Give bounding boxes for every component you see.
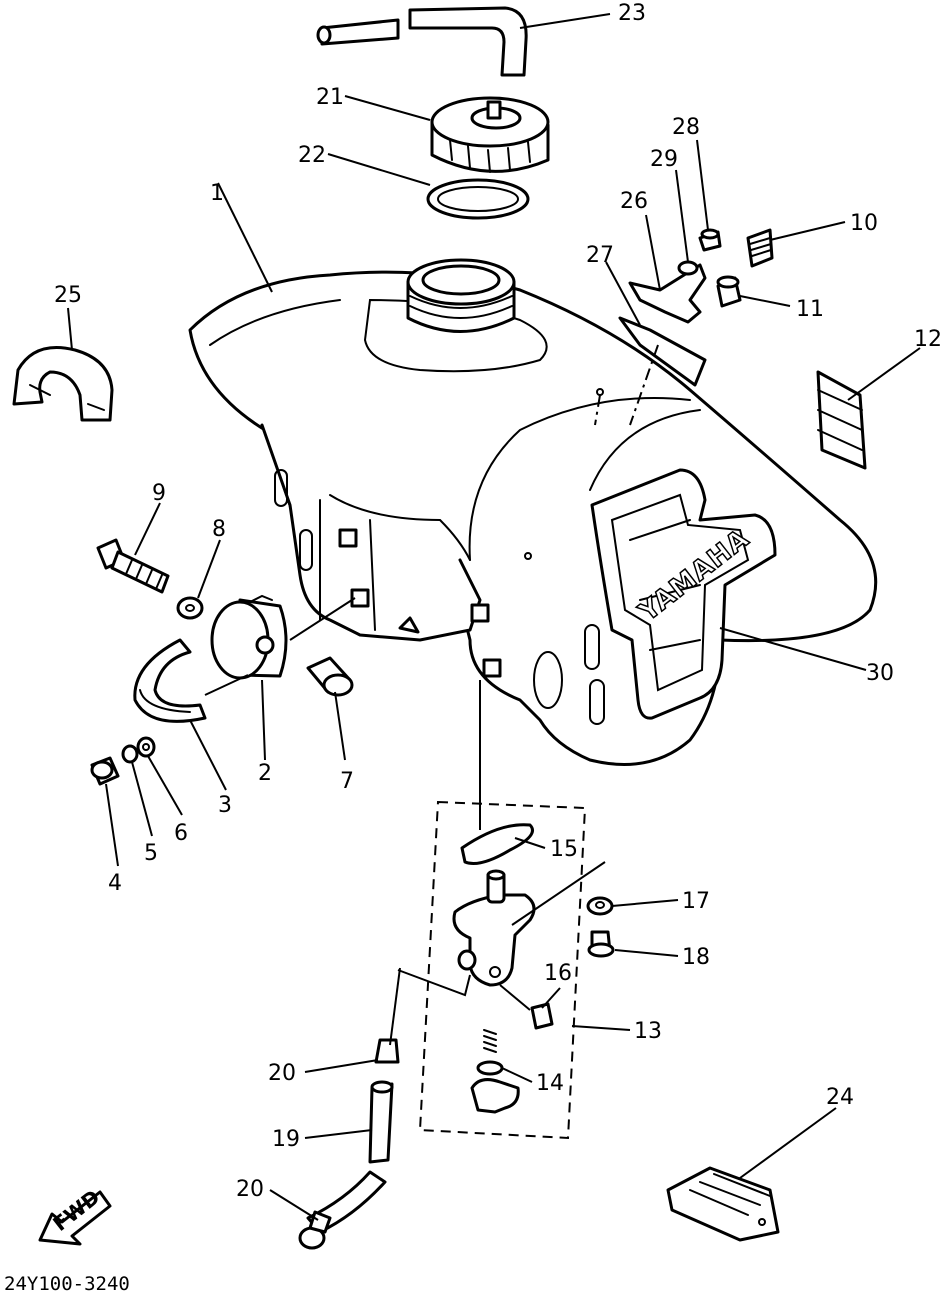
part-label-7: 7 [340, 769, 354, 794]
part-label-26: 26 [620, 189, 648, 214]
part-label-25: 25 [54, 283, 82, 308]
fuel-cap [430, 96, 550, 173]
fuel-cock-assembly [418, 800, 587, 1140]
washer-8 [176, 596, 204, 620]
cap-gasket [426, 178, 530, 220]
filler-neck [406, 258, 516, 333]
cock-washer-and-screw [586, 896, 615, 958]
fuel-hose [298, 1038, 400, 1250]
part-label-20-clip-upper: 20 [268, 1061, 296, 1086]
leader-lines [67, 13, 921, 1221]
part-label-29: 29 [650, 147, 678, 172]
part-label-12: 12 [914, 327, 942, 352]
part-label-16: 16 [544, 961, 572, 986]
part-label-23: 23 [618, 1, 646, 26]
part-label-10: 10 [850, 211, 878, 236]
part-label-8: 8 [212, 517, 226, 542]
tank-cover [12, 346, 114, 422]
part-label-2: 2 [258, 761, 272, 786]
tank-bracket [618, 228, 774, 387]
alignment-lines [204, 344, 659, 1046]
rear-damper [666, 1166, 780, 1242]
part-label-18: 18 [682, 945, 710, 970]
part-label-20-clip-lower: 20 [236, 1177, 264, 1202]
part-label-6: 6 [174, 821, 188, 846]
collar [306, 656, 354, 697]
fwd-arrow-icon: FWD [38, 1185, 112, 1246]
breather-hose [316, 6, 528, 77]
drawing-id: 24Y100-3240 [4, 1273, 130, 1295]
part-label-1: 1 [210, 181, 224, 206]
part-label-21: 21 [316, 85, 344, 110]
part-label-3: 3 [218, 793, 232, 818]
part-label-11: 11 [796, 297, 824, 322]
tank-band [133, 638, 207, 723]
part-label-9: 9 [152, 481, 166, 506]
mount-damper [210, 594, 288, 680]
mount-bolt [96, 538, 170, 594]
part-label-19: 19 [272, 1127, 300, 1152]
part-label-17: 17 [682, 889, 710, 914]
part-label-15: 15 [550, 837, 578, 862]
side-damper [816, 370, 867, 470]
part-label-24: 24 [826, 1085, 854, 1110]
part-label-30: 30 [866, 661, 894, 686]
part-label-22: 22 [298, 143, 326, 168]
part-label-13: 13 [634, 1019, 662, 1044]
part-label-14: 14 [536, 1071, 564, 1096]
part-label-5: 5 [144, 841, 158, 866]
part-label-4: 4 [108, 871, 122, 896]
fuel-tank [188, 270, 878, 766]
tank-emblem: YAMAHA [590, 468, 777, 720]
part-number-labels: 1 2 3 4 5 6 7 8 9 10 11 12 13 14 15 16 1… [54, 1, 942, 1202]
part-label-27: 27 [586, 243, 614, 268]
bolt-and-washers [90, 736, 156, 786]
part-label-28: 28 [672, 115, 700, 140]
